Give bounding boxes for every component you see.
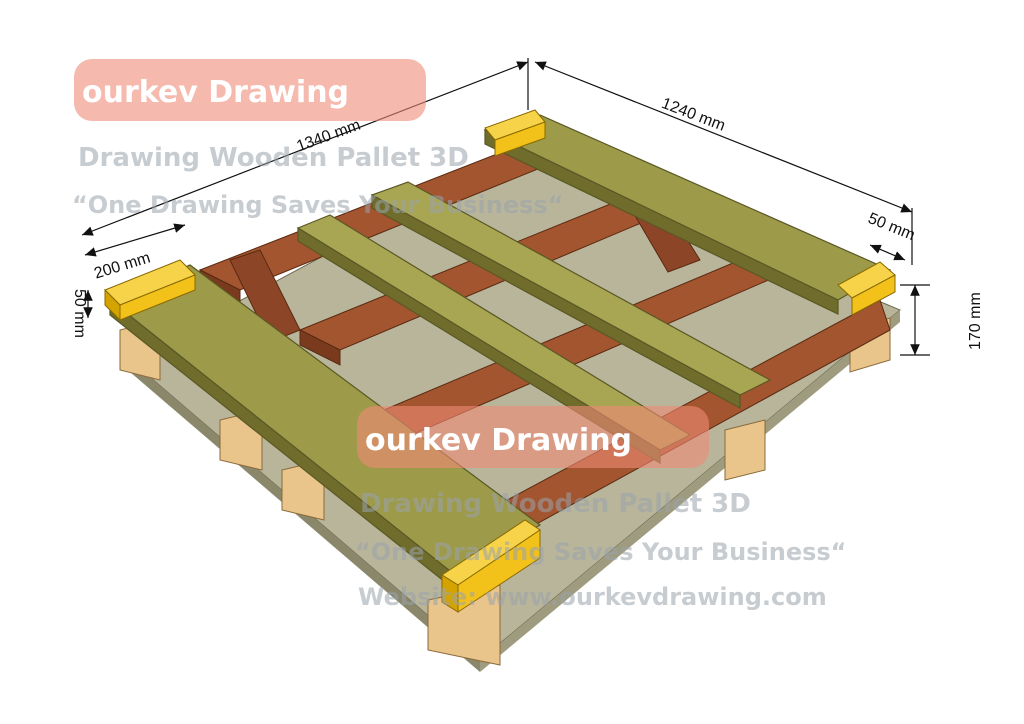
watermark-title-center: Drawing Wooden Pallet 3D	[360, 489, 751, 519]
dim-total-height-label: 170 mm	[967, 292, 984, 350]
dim-board-thickness-label: 50 mm	[71, 289, 88, 338]
watermark-slogan: “One Drawing Saves Your Business“	[72, 191, 563, 219]
watermark-brand-center: ourkev Drawing	[365, 423, 632, 458]
watermark-center: ourkev Drawing Drawing Wooden Pallet 3D …	[355, 406, 846, 611]
watermark-badge	[74, 59, 426, 121]
watermark-slogan-center: “One Drawing Saves Your Business“	[355, 538, 846, 566]
watermark-website: Website: www.ourkevdrawing.com	[358, 583, 827, 611]
dim-board-thickness-right-label: 50 mm	[866, 210, 918, 244]
dimension-lines	[81, 58, 930, 356]
watermark-badge-center	[357, 406, 709, 468]
watermark-title: Drawing Wooden Pallet 3D	[78, 143, 469, 173]
watermark-top: ourkev Drawing Drawing Wooden Pallet 3D …	[72, 59, 563, 219]
watermark-brand: ourkev Drawing	[82, 75, 349, 110]
